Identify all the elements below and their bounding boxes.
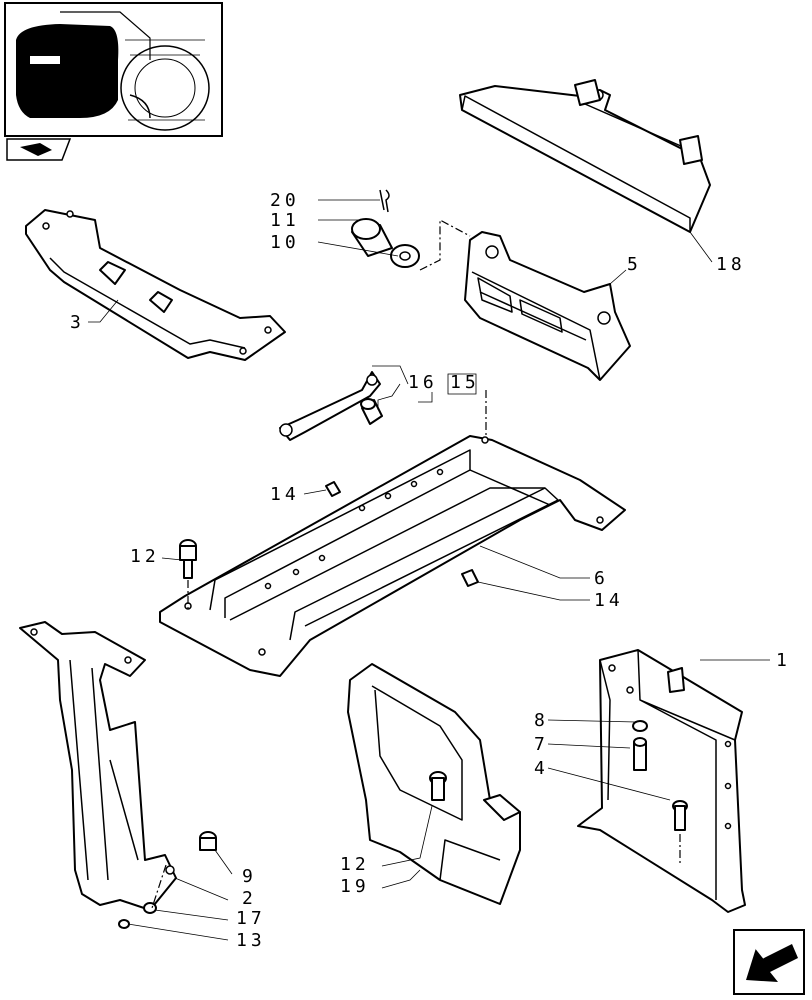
part-20-split-pin <box>379 189 390 213</box>
part-18-ballast-support <box>459 79 711 233</box>
part-12-bolt-lower <box>429 771 447 801</box>
part-7-bolt <box>633 737 647 771</box>
part-1-support-frame <box>577 649 746 913</box>
label-12-upper: 12 <box>130 546 160 567</box>
part-10-washer <box>390 244 420 268</box>
part-5-weight-holder <box>464 231 631 381</box>
next-page-arrow-icon[interactable] <box>733 929 805 995</box>
label-3: 3 <box>70 312 85 333</box>
part-11-pin <box>351 218 393 257</box>
label-16: 16 <box>408 372 438 393</box>
label-20: 20 <box>270 190 300 211</box>
label-10: 10 <box>270 232 300 253</box>
label-13: 13 <box>236 930 266 951</box>
part-4-bolt <box>672 800 688 864</box>
label-1: 1 <box>776 650 791 671</box>
label-5: 5 <box>627 254 642 275</box>
part-9-bush <box>199 831 217 851</box>
part-16-adjustable-link <box>279 371 381 441</box>
part-14-grease-nipple-a <box>325 481 341 497</box>
part-2-side-bracket <box>19 621 177 911</box>
label-11: 11 <box>270 210 300 231</box>
book-page-icon[interactable] <box>6 138 72 161</box>
part-15-bush <box>360 398 383 425</box>
label-15: 15 <box>450 372 480 393</box>
label-17: 17 <box>236 908 266 929</box>
label-18: 18 <box>716 254 746 275</box>
label-8: 8 <box>534 710 549 731</box>
tractor-thumbnail[interactable] <box>4 2 223 137</box>
label-7: 7 <box>534 734 549 755</box>
part-3-mounting-plate <box>25 209 286 361</box>
part-6-main-frame <box>159 435 626 677</box>
part-12-bolt-upper <box>179 539 197 610</box>
label-12-lower: 12 <box>340 854 370 875</box>
label-6: 6 <box>594 568 609 589</box>
label-9: 9 <box>242 866 257 887</box>
label-4: 4 <box>534 758 549 779</box>
part-14-grease-nipple-b <box>461 569 479 587</box>
part-8-nut <box>632 720 648 732</box>
label-2: 2 <box>242 888 257 909</box>
part-13-screw <box>118 919 130 929</box>
part-17-washer <box>143 902 157 914</box>
label-14-lower: 14 <box>594 590 624 611</box>
label-14-upper: 14 <box>270 484 300 505</box>
label-19: 19 <box>340 876 370 897</box>
